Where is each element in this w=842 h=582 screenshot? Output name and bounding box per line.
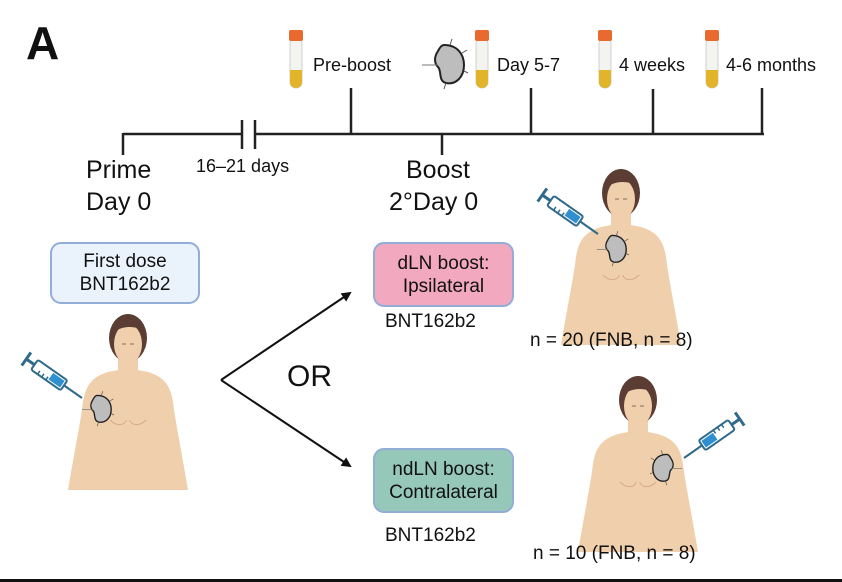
timeline	[121, 88, 764, 155]
boost-label: Boost	[406, 156, 470, 184]
syringe-icon	[20, 350, 89, 407]
ndln-boost-box: ndLN boost: Contralateral	[373, 448, 514, 513]
person-dln-illustration	[536, 168, 682, 346]
sample-label-pre-boost: Pre-boost	[313, 55, 392, 75]
ndln-box-title: ndLN boost:	[392, 458, 495, 480]
interval-label: 16–21 days	[196, 156, 290, 176]
sample-label-day-5-7: Day 5-7	[497, 55, 561, 75]
blood-tube-icon	[474, 29, 490, 89]
dln-box-subtitle: Ipsilateral	[402, 275, 485, 297]
first-dose-title: First dose	[83, 251, 167, 272]
boost-day-label: 2°Day 0	[389, 188, 479, 216]
ndln-vaccine-label: BNT162b2	[385, 525, 476, 546]
person-ndln-illustration	[577, 375, 746, 553]
syringe-icon	[677, 410, 746, 467]
prime-label: Prime	[86, 156, 152, 184]
prime-day-label: Day 0	[86, 188, 152, 216]
blood-tube-icon	[288, 29, 304, 89]
sample-label-4-weeks: 4 weeks	[619, 55, 686, 75]
first-dose-box: First dose BNT162b2	[50, 242, 200, 304]
ndln-box-subtitle: Contralateral	[389, 481, 498, 503]
blood-tube-icon	[704, 29, 720, 89]
first-dose-vaccine: BNT162b2	[79, 274, 171, 295]
arrow-to-dln	[220, 291, 352, 381]
dln-box-title: dLN boost:	[397, 252, 490, 274]
lymph-node-icon	[421, 38, 469, 90]
or-label: OR	[287, 360, 332, 393]
dln-vaccine-label: BNT162b2	[385, 311, 476, 332]
dln-boost-box: dLN boost: Ipsilateral	[373, 242, 514, 307]
blood-tube-icon	[597, 29, 613, 89]
panel-label: A	[26, 17, 60, 69]
ndln-sample-size: n = 10 (FNB, n = 8)	[533, 543, 696, 564]
dln-sample-size: n = 20 (FNB, n = 8)	[530, 330, 693, 351]
person-prime-illustration	[20, 313, 189, 491]
bottom-divider	[0, 579, 842, 582]
arrow-to-ndln	[220, 379, 352, 468]
sample-label-4-6-months: 4-6 months	[726, 55, 817, 75]
